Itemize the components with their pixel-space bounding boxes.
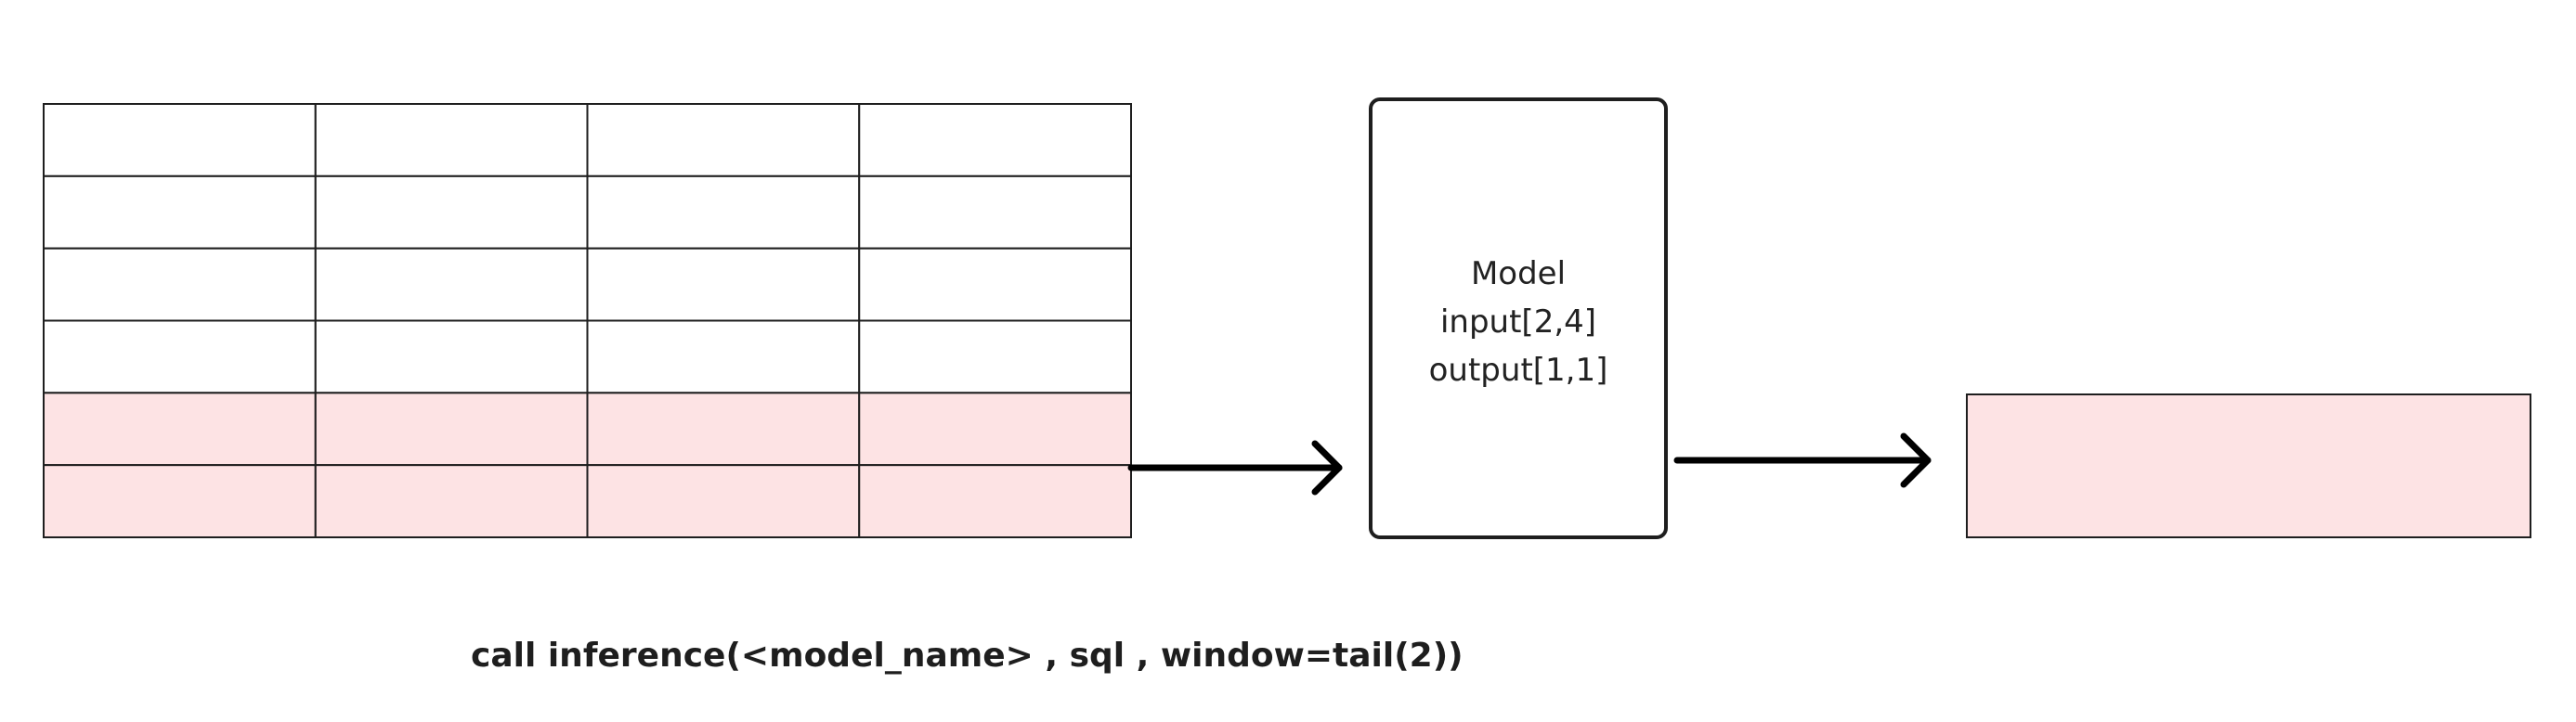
table-cell xyxy=(586,247,861,322)
table-cell xyxy=(314,174,589,250)
table-cell xyxy=(314,247,589,322)
table-cell xyxy=(314,319,589,394)
table-cell xyxy=(858,103,1132,177)
model-box: Model input[2,4] output[1,1] xyxy=(1369,97,1668,539)
inference-call-caption: call inference(<model_name> , sql , wind… xyxy=(471,637,1464,675)
table-cell xyxy=(586,319,861,394)
highlighted-table-cell xyxy=(586,464,861,538)
highlighted-table-cell xyxy=(858,464,1132,538)
model-box-border xyxy=(1369,97,1668,539)
table-cell xyxy=(858,174,1132,250)
model-output-shape: output[1,1] xyxy=(1429,352,1608,389)
input-data-table xyxy=(43,103,1132,538)
arrow-table-to-model xyxy=(1127,440,1343,496)
table-cell xyxy=(43,247,317,322)
table-cell xyxy=(858,319,1132,394)
output-result-box xyxy=(1966,393,2531,538)
table-cell xyxy=(586,103,861,177)
table-cell xyxy=(43,174,317,250)
model-title: Model xyxy=(1471,255,1566,292)
table-cell xyxy=(858,247,1132,322)
highlighted-table-cell xyxy=(858,392,1132,467)
highlighted-table-cell xyxy=(43,464,317,538)
arrow-model-to-output xyxy=(1673,432,1932,488)
highlighted-table-cell xyxy=(314,392,589,467)
table-cell xyxy=(314,103,589,177)
table-cell xyxy=(586,174,861,250)
highlighted-table-cell xyxy=(586,392,861,467)
highlighted-table-cell xyxy=(43,392,317,467)
table-cell xyxy=(43,103,317,177)
table-cell xyxy=(43,319,317,394)
model-input-shape: input[2,4] xyxy=(1440,303,1596,341)
highlighted-table-cell xyxy=(314,464,589,538)
